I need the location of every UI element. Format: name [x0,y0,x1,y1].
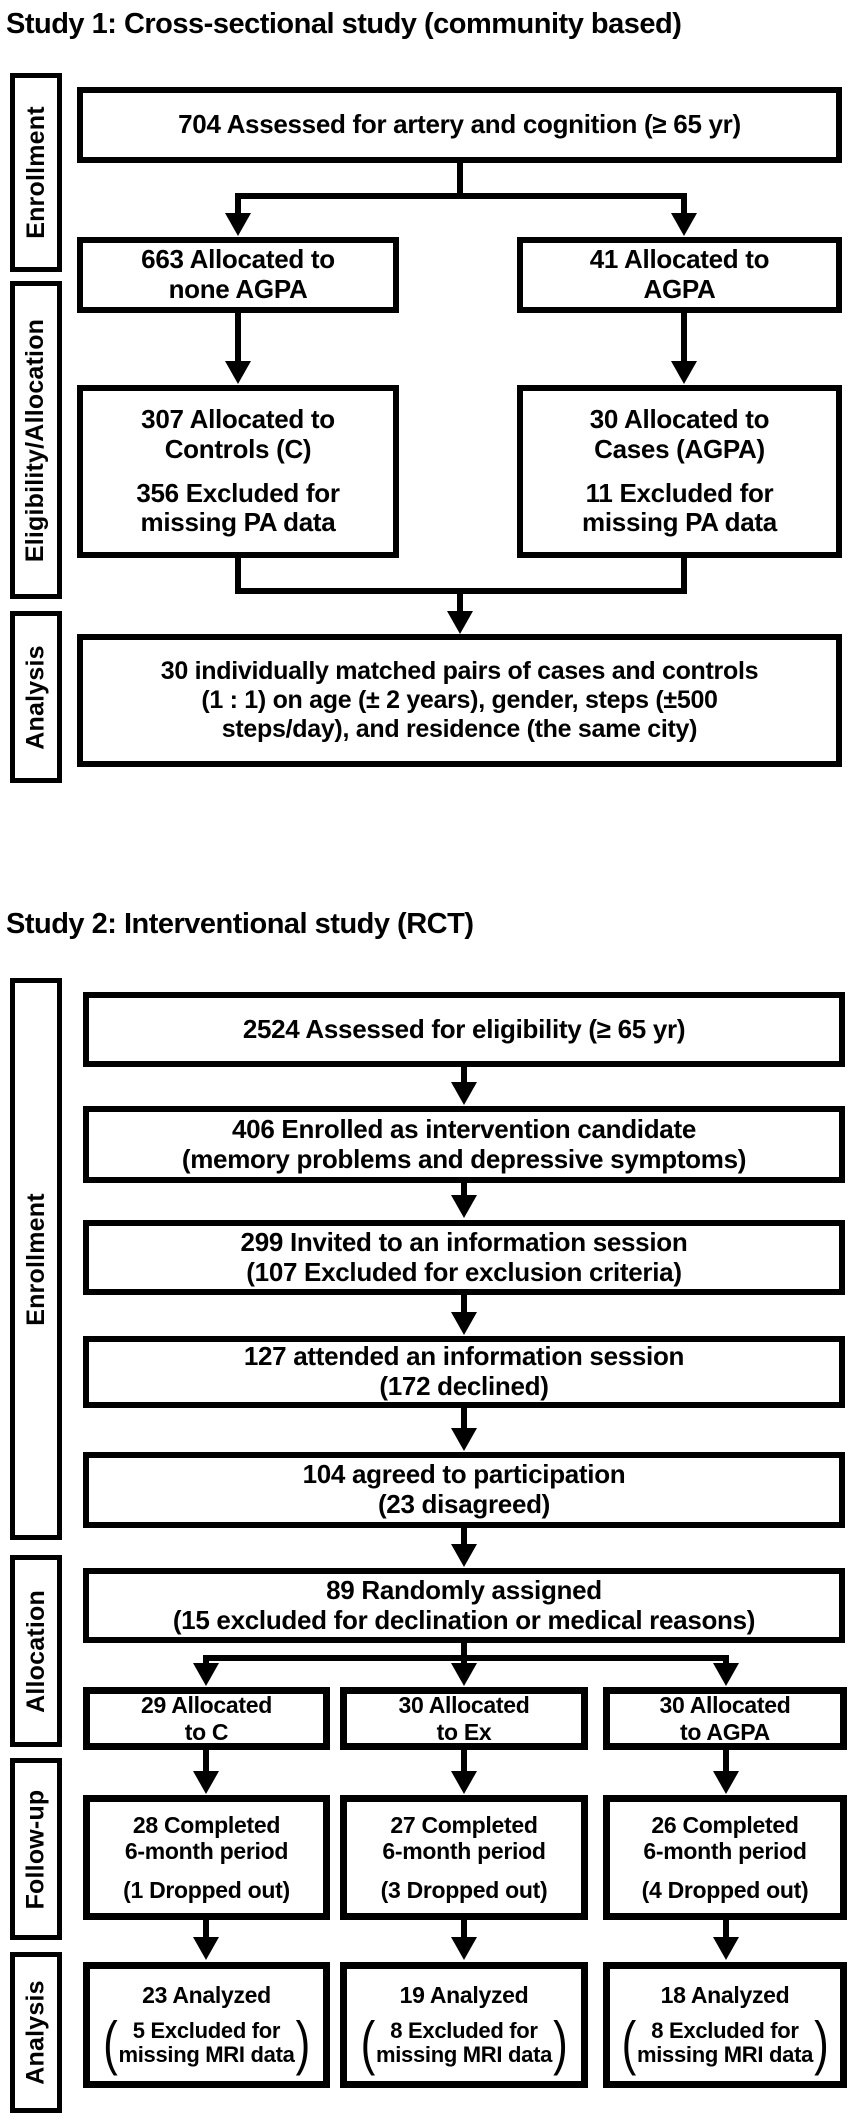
box-28-line1: 28 Completed [132,1811,281,1838]
box-analyzed-19: 19 Analyzed ( 8 Excluded for missing MRI… [340,1962,588,2088]
right-paren: ) [553,2009,568,2077]
box-matched-line1: 30 individually matched pairs of cases a… [160,657,759,686]
box-29c-line2: to C [184,1718,229,1745]
sidebar-label-enrollment-2: Enrollment [10,978,62,1540]
box-28-line3: (1 Dropped out) [123,1876,290,1903]
right-paren: ) [814,2009,829,2077]
box-19-excl2: missing MRI data [375,2042,553,2068]
box-30agpa-line1: 30 Allocated [659,1692,791,1719]
box-41-line2: AGPA [643,274,716,304]
box-307-allocated1: 307 Allocated to [141,403,335,434]
box-27-line2: 6-month period [382,1838,546,1865]
box-406-line2: (memory problems and depressive symptoms… [181,1143,747,1174]
box-30cases-excluded1: 11 Excluded for [585,477,774,508]
left-paren: ( [360,2009,376,2077]
box-allocated-663-none-agpa: 663 Allocated to none AGPA [77,237,399,313]
box-analyzed-18: 18 Analyzed ( 8 Excluded for missing MRI… [603,1962,847,2088]
box-299-line2: (107 Excluded for exclusion criteria) [246,1256,682,1287]
box-406-line1: 406 Enrolled as intervention candidate [232,1113,696,1144]
box-307-excluded1: 356 Excluded for [136,477,340,508]
box-18-excl1: 8 Excluded for [651,2017,799,2043]
box-307-allocated2: Controls (C) [164,433,312,464]
box-allocated-30-cases: 30 Allocated to Cases (AGPA) 11 Excluded… [517,385,842,558]
sidebar-label-followup-text: Follow-up [21,1789,50,1909]
box-randomized-89: 89 Randomly assigned (15 excluded for de… [83,1568,845,1643]
box-19-line1: 19 Analyzed [399,1982,529,2009]
box-23-excluded: ( 5 Excluded for missing MRI data ) [102,2010,311,2076]
box-enrolled-406: 406 Enrolled as intervention candidate (… [83,1106,845,1183]
box-30cases-allocated2: Cases (AGPA) [594,433,765,464]
box-analyzed-23: 23 Analyzed ( 5 Excluded for missing MRI… [83,1962,330,2088]
sidebar-label-enrollment-1-text: Enrollment [21,106,50,239]
box-allocated-30-agpa: 30 Allocated to AGPA [603,1687,847,1750]
box-matched-line2: (1 : 1) on age (± 2 years), gender, step… [201,686,718,715]
box-allocated-307-controls: 307 Allocated to Controls (C) 356 Exclud… [77,385,399,558]
box-allocated-29-c: 29 Allocated to C [83,1687,330,1750]
box-89-line2: (15 excluded for declination or medical … [172,1604,756,1635]
box-29c-line1: 29 Allocated [140,1692,273,1719]
sidebar-label-eligibility-allocation: Eligibility/Allocation [10,281,62,599]
box-23-excl1: 5 Excluded for [132,2017,281,2043]
box-attended-127: 127 attended an information session (172… [83,1336,845,1408]
box-663-line1: 663 Allocated to [141,244,335,275]
box-19-excluded: ( 8 Excluded for missing MRI data ) [360,2010,569,2076]
study2-title: Study 2: Interventional study (RCT) [6,908,474,940]
box-28-line2: 6-month period [124,1838,289,1865]
box-2524-line1: 2524 Assessed for eligibility (≥ 65 yr) [242,1013,686,1044]
box-18-excl2: missing MRI data [636,2042,814,2068]
box-agreed-104: 104 agreed to participation (23 disagree… [83,1452,845,1528]
box-completed-28: 28 Completed 6-month period (1 Dropped o… [83,1795,330,1920]
box-26-line1: 26 Completed [651,1811,799,1838]
right-paren: ) [295,2009,311,2077]
sidebar-label-allocation-2: Allocation [10,1555,62,1747]
left-paren: ( [103,2009,118,2077]
sidebar-label-followup: Follow-up [10,1758,62,1940]
box-299-line1: 299 Invited to an information session [240,1226,688,1257]
box-23-excl2: missing MRI data [118,2042,295,2068]
box-matched-pairs: 30 individually matched pairs of cases a… [77,634,842,767]
box-18-excluded: ( 8 Excluded for missing MRI data ) [621,2010,830,2076]
study1-title: Study 1: Cross-sectional study (communit… [6,8,682,40]
box-41-line1: 41 Allocated to [589,244,770,275]
box-assessed-2524: 2524 Assessed for eligibility (≥ 65 yr) [83,992,845,1067]
sidebar-label-analysis-2-text: Analysis [21,1980,50,2085]
box-allocated-30-ex: 30 Allocated to Ex [340,1687,588,1750]
box-104-line2: (23 disagreed) [377,1489,551,1519]
box-30cases-allocated1: 30 Allocated to [589,403,770,434]
box-127-line2: (172 declined) [379,1371,549,1401]
box-23-line1: 23 Analyzed [142,1982,271,2009]
box-matched-line3: steps/day), and residence (the same city… [221,714,698,743]
box-assessed-704: 704 Assessed for artery and cognition (≥… [77,87,842,163]
box-18-line1: 18 Analyzed [660,1982,790,2009]
box-completed-27: 27 Completed 6-month period (3 Dropped o… [340,1795,588,1920]
box-allocated-41-agpa: 41 Allocated to AGPA [517,237,842,313]
sidebar-label-analysis-2: Analysis [10,1952,62,2113]
box-assessed-704-text: 704 Assessed for artery and cognition (≥… [178,109,741,140]
box-26-line3: (4 Dropped out) [641,1876,809,1903]
box-104-line1: 104 agreed to participation [302,1459,626,1490]
box-127-line1: 127 attended an information session [243,1341,685,1372]
box-19-excl1: 8 Excluded for [390,2017,538,2043]
sidebar-label-eligibility-allocation-text: Eligibility/Allocation [21,318,50,562]
box-307-excluded2: missing PA data [140,507,336,538]
box-27-line1: 27 Completed [390,1811,538,1838]
sidebar-label-analysis-1-text: Analysis [21,644,50,750]
sidebar-label-enrollment-1: Enrollment [10,73,62,272]
box-27-line3: (3 Dropped out) [380,1876,548,1903]
box-30agpa-line2: to AGPA [680,1718,770,1745]
left-paren: ( [621,2009,637,2077]
box-30ex-line1: 30 Allocated [398,1692,530,1719]
box-30cases-excluded2: missing PA data [582,507,777,538]
sidebar-label-enrollment-2-text: Enrollment [21,1192,50,1326]
box-30ex-line2: to Ex [436,1718,492,1745]
box-26-line2: 6-month period [643,1838,807,1865]
box-invited-299: 299 Invited to an information session (1… [83,1220,845,1295]
box-663-line2: none AGPA [168,274,308,304]
box-89-line1: 89 Randomly assigned [326,1574,602,1605]
sidebar-label-analysis-1: Analysis [10,611,62,783]
box-completed-26: 26 Completed 6-month period (4 Dropped o… [603,1795,847,1920]
sidebar-label-allocation-2-text: Allocation [21,1589,50,1713]
